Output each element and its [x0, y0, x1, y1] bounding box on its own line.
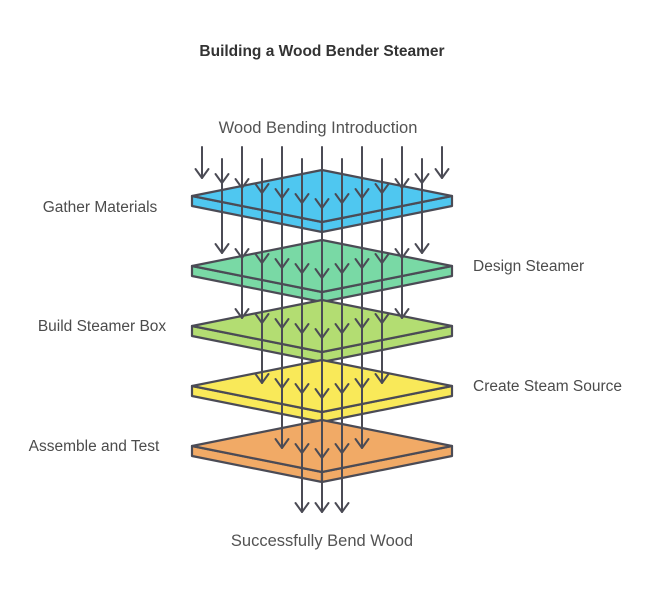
arrowhead-icon	[294, 263, 310, 274]
arrowhead-icon	[334, 383, 350, 394]
arrowhead-icon	[194, 168, 210, 179]
arrowhead-icon	[374, 253, 390, 264]
layer-label-0: Gather Materials	[43, 199, 158, 216]
arrowhead-icon	[274, 438, 290, 449]
arrowhead-icon	[294, 443, 310, 454]
arrowhead-icon	[334, 193, 350, 204]
arrowhead-icon	[354, 258, 370, 269]
arrowhead-icon	[394, 248, 410, 259]
arrowhead-icon	[374, 183, 390, 194]
arrowhead-icon	[374, 373, 390, 384]
arrowhead-icon	[414, 243, 430, 254]
arrowhead-icon	[214, 173, 230, 184]
arrowhead-icon	[354, 438, 370, 449]
layer-label-3: Create Steam Source	[473, 378, 622, 395]
arrowhead-icon	[274, 318, 290, 329]
arrowhead-icon	[314, 388, 330, 399]
arrowhead-icon	[314, 502, 330, 513]
arrowhead-icon	[254, 373, 270, 384]
flow-arrows	[194, 146, 450, 513]
layer-label-4: Assemble and Test	[29, 438, 160, 455]
arrowhead-icon	[314, 448, 330, 459]
arrowhead-icon	[234, 308, 250, 319]
arrowhead-icon	[214, 243, 230, 254]
end-label: Successfully Bend Wood	[231, 532, 413, 550]
layer-label-2: Build Steamer Box	[38, 318, 167, 335]
arrowhead-icon	[334, 443, 350, 454]
arrowhead-icon	[314, 328, 330, 339]
layer-label-1: Design Steamer	[473, 258, 584, 275]
arrowhead-icon	[294, 383, 310, 394]
arrowhead-icon	[274, 188, 290, 199]
arrowhead-icon	[294, 323, 310, 334]
arrowhead-icon	[334, 263, 350, 274]
arrowhead-icon	[394, 308, 410, 319]
arrowhead-icon	[294, 502, 310, 513]
diagram-title: Building a Wood Bender Steamer	[199, 43, 444, 60]
arrowhead-icon	[314, 268, 330, 279]
arrowhead-icon	[354, 378, 370, 389]
arrowhead-icon	[254, 253, 270, 264]
arrowhead-icon	[254, 183, 270, 194]
arrowhead-icon	[374, 313, 390, 324]
arrowhead-icon	[334, 323, 350, 334]
arrowhead-icon	[274, 378, 290, 389]
start-label: Wood Bending Introduction	[219, 119, 418, 137]
arrowhead-icon	[294, 193, 310, 204]
arrowhead-icon	[234, 248, 250, 259]
arrowhead-icon	[334, 502, 350, 513]
arrowhead-icon	[394, 178, 410, 189]
arrowhead-icon	[354, 188, 370, 199]
arrowhead-icon	[354, 318, 370, 329]
arrowhead-icon	[414, 173, 430, 184]
arrowhead-icon	[274, 258, 290, 269]
arrowhead-icon	[254, 313, 270, 324]
arrowhead-icon	[234, 178, 250, 189]
arrowhead-icon	[434, 168, 450, 179]
arrowhead-icon	[314, 198, 330, 209]
